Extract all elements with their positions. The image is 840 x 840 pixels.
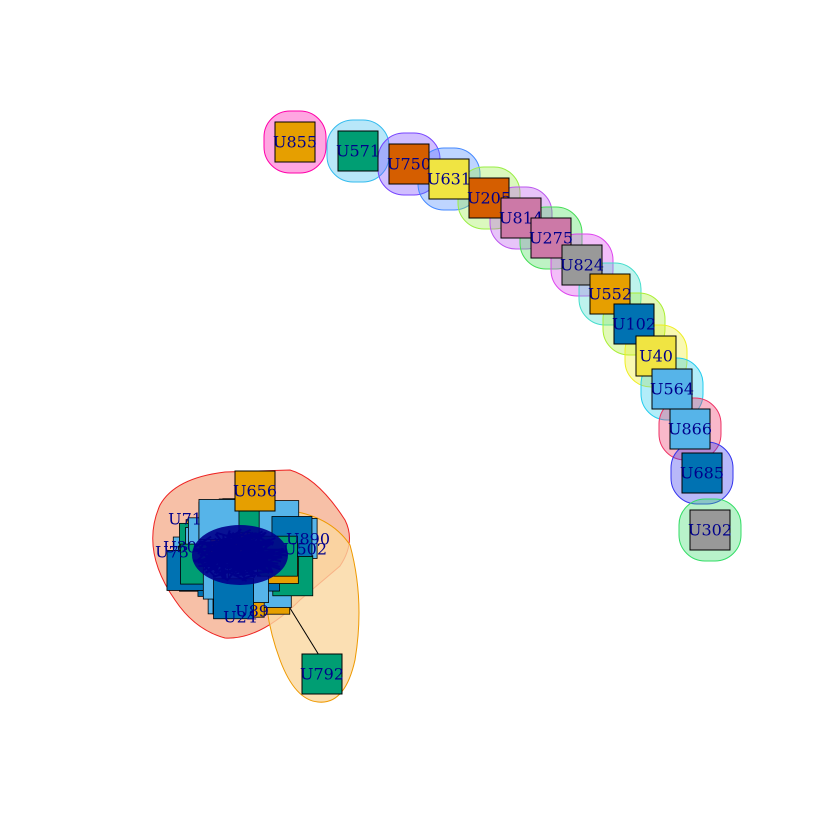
cluster-node-label: U89 xyxy=(235,602,269,621)
node-box xyxy=(274,121,316,163)
node-u685: U685 xyxy=(680,452,724,494)
node-label: U571 xyxy=(336,142,380,161)
node-u631: U631 xyxy=(427,158,471,200)
node-label: U40 xyxy=(639,347,673,366)
cluster-node-label: U890 xyxy=(286,530,330,549)
node-label: U866 xyxy=(668,420,712,439)
node-label: U564 xyxy=(650,380,694,399)
cluster-blob xyxy=(192,525,288,585)
node-label: U685 xyxy=(680,464,724,483)
node-box xyxy=(681,452,723,494)
node-label: U275 xyxy=(529,229,573,248)
node-u866: U866 xyxy=(668,408,712,450)
cluster-node-label: U30 xyxy=(163,538,197,557)
node-box xyxy=(530,217,572,259)
node-box xyxy=(388,143,430,185)
node-u792: U792 xyxy=(300,653,344,695)
node-box xyxy=(301,653,343,695)
node-label: U205 xyxy=(467,189,511,208)
node-u302: U302 xyxy=(688,509,732,551)
cluster-node-label: U24 xyxy=(223,608,257,627)
cluster-node-label: U71 xyxy=(168,510,202,529)
node-box xyxy=(234,470,276,512)
cluster-node-label: U502 xyxy=(283,540,327,559)
node-box xyxy=(689,509,731,551)
node-u750: U750 xyxy=(387,143,431,185)
cluster-node-label: U73 xyxy=(155,543,189,562)
node-label: U102 xyxy=(612,315,656,334)
node-u571: U571 xyxy=(336,130,380,172)
node-u824: U824 xyxy=(560,244,604,286)
node-label: U750 xyxy=(387,155,431,174)
node-label: U855 xyxy=(273,133,317,152)
node-label: U656 xyxy=(233,482,277,501)
node-box xyxy=(337,130,379,172)
node-label: U631 xyxy=(427,170,471,189)
node-u855: U855 xyxy=(273,121,317,163)
node-u275: U275 xyxy=(529,217,573,259)
node-label: U552 xyxy=(588,285,632,304)
node-box xyxy=(669,408,711,450)
node-box xyxy=(428,158,470,200)
node-u40: U40 xyxy=(635,335,677,377)
node-label: U824 xyxy=(560,256,604,275)
node-label: U302 xyxy=(688,521,732,540)
node-u656: U656 xyxy=(233,470,277,512)
node-box xyxy=(651,368,693,410)
edge-u792-cluster xyxy=(284,599,323,661)
node-label: U792 xyxy=(300,665,344,684)
node-u564: U564 xyxy=(650,368,694,410)
